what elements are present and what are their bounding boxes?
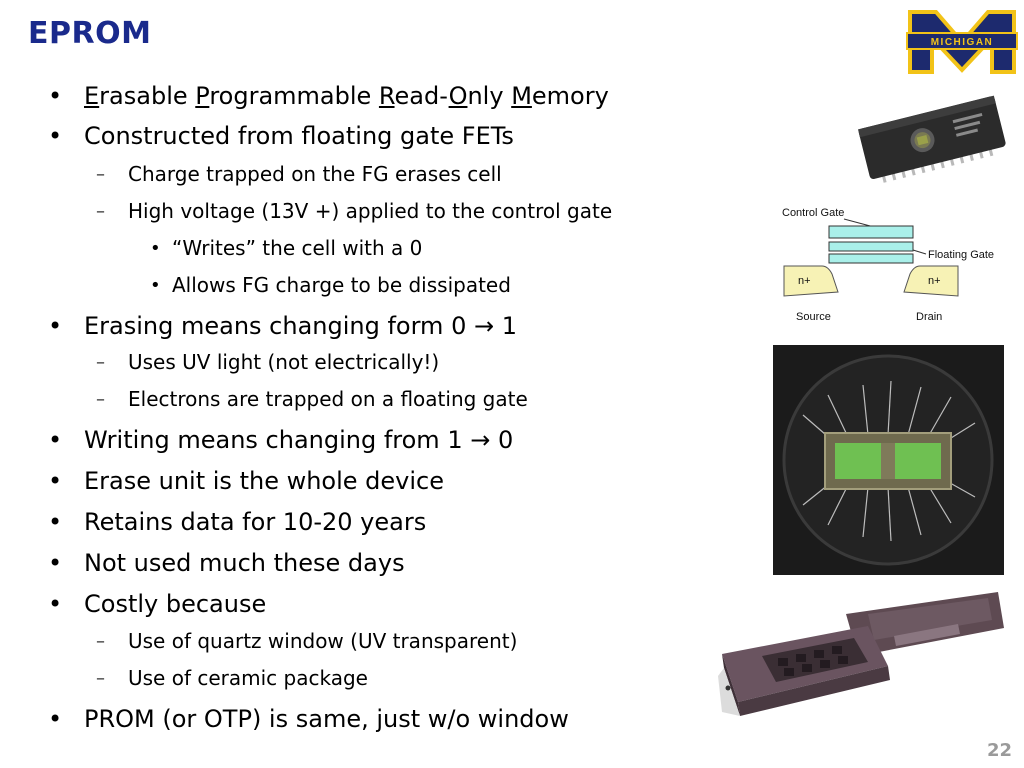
- bullet-marker: •: [48, 312, 63, 340]
- control-gate-layer: [828, 225, 914, 239]
- eprom-die-photo: [773, 345, 1004, 575]
- bullet-marker: •: [48, 426, 63, 454]
- floating-gate-diagram: Control Gate Floating Gate n+ n+ Source …: [782, 207, 994, 323]
- drain-label: Drain: [916, 311, 942, 323]
- bullet-not-used: Not used much these days: [84, 549, 405, 577]
- slide-title: EPROM: [28, 16, 152, 51]
- dash-marker: –: [96, 164, 105, 185]
- source-label: Source: [796, 311, 831, 323]
- dash-marker: –: [96, 668, 105, 689]
- floating-gate-label: Floating Gate: [928, 249, 994, 261]
- n-plus-left-label: n+: [798, 275, 811, 287]
- floating-gate-layer: [828, 241, 914, 252]
- bullet-marker: •: [48, 590, 63, 618]
- source-region: [783, 265, 839, 297]
- michigan-logo: MICHIGAN: [906, 10, 1018, 74]
- eprom-chip-photo: [856, 84, 1006, 190]
- dash-marker: –: [96, 389, 105, 410]
- bullet-erase-unit: Erase unit is the whole device: [84, 467, 444, 495]
- bullet-floating-gate: Constructed from floating gate FETs: [84, 122, 514, 150]
- bullet-marker: •: [48, 467, 63, 495]
- sub-bullet-marker: •: [150, 275, 161, 296]
- bullet-marker: •: [48, 508, 63, 536]
- oxide-layer: [828, 253, 914, 264]
- sub-bullet-ceramic: Use of ceramic package: [128, 666, 368, 690]
- logo-text: MICHIGAN: [931, 37, 994, 48]
- sub-bullet-marker: •: [150, 238, 161, 259]
- bullet-eprom-acronym: Erasable Programmable Read-Only Memory: [84, 82, 609, 110]
- sub-bullet-quartz: Use of quartz window (UV transparent): [128, 629, 518, 653]
- sub-sub-bullet-dissipated: Allows FG charge to be dissipated: [172, 273, 511, 297]
- page-number: 22: [986, 740, 1012, 761]
- dash-marker: –: [96, 352, 105, 373]
- uv-eraser-photo: [718, 584, 1006, 722]
- drain-region: [903, 265, 959, 297]
- bullet-retains-data: Retains data for 10-20 years: [84, 508, 427, 536]
- sub-bullet-high-voltage: High voltage (13V +) applied to the cont…: [128, 199, 613, 223]
- control-gate-label: Control Gate: [782, 207, 844, 219]
- bullet-costly: Costly because: [84, 590, 267, 618]
- sub-sub-bullet-writes: “Writes” the cell with a 0: [172, 236, 423, 260]
- bullet-writing: Writing means changing from 1 → 0: [84, 426, 514, 454]
- bullet-erasing: Erasing means changing form 0 → 1: [84, 312, 517, 340]
- bullet-prom: PROM (or OTP) is same, just w/o window: [84, 705, 569, 733]
- bullet-marker: •: [48, 82, 63, 110]
- bullet-marker: •: [48, 705, 63, 733]
- bullet-marker: •: [48, 122, 63, 150]
- n-plus-right-label: n+: [928, 275, 941, 287]
- sub-bullet-charge-trapped: Charge trapped on the FG erases cell: [128, 162, 502, 186]
- sub-bullet-electrons: Electrons are trapped on a floating gate: [128, 387, 528, 411]
- dash-marker: –: [96, 631, 105, 652]
- sub-bullet-uv-light: Uses UV light (not electrically!): [128, 350, 440, 374]
- bullet-marker: •: [48, 549, 63, 577]
- bullet-list: • Erasable Programmable Read-Only Memory…: [48, 82, 613, 733]
- dash-marker: –: [96, 201, 105, 222]
